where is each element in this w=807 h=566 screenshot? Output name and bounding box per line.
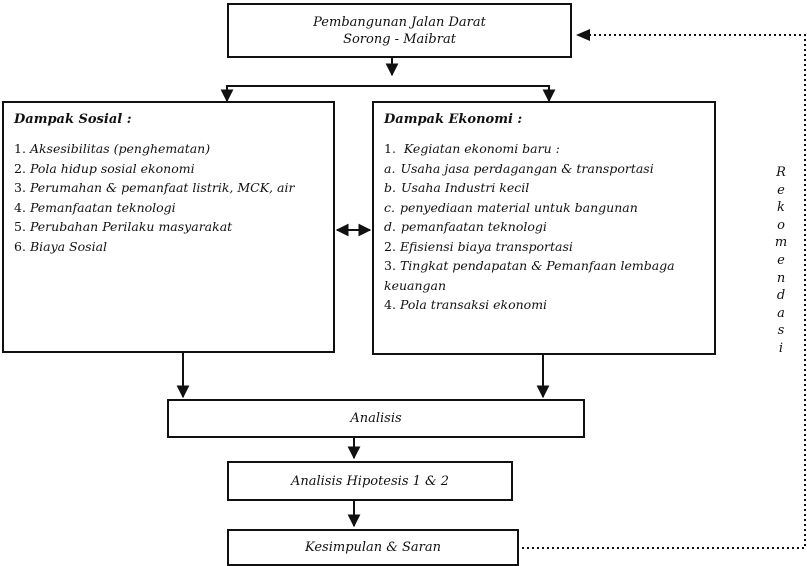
- list-subitem: b.Usaha Industri kecil: [384, 180, 530, 195]
- feedback-dotted-line: [522, 34, 806, 549]
- list-item: 2.Pola hidup sosial ekonomi: [14, 160, 195, 176]
- social-impact-list: 1.Aksesibilitas (penghematan) 2.Pola hid…: [14, 139, 323, 256]
- economic-impact-title: Dampak Ekonomi :: [384, 112, 523, 127]
- list-item: 4.Pola transaksi ekonomi: [384, 297, 548, 312]
- list-item: 6.Biaya Sosial: [14, 238, 108, 254]
- economic-subitem-list: a.Usaha jasa perdagangan & transportasi …: [384, 159, 704, 237]
- top-box-line1: Pembangunan Jalan Darat: [313, 14, 486, 30]
- feedback-label-rekomendasi: R e k o m e n d a s i: [774, 164, 788, 358]
- conclusion-box: Kesimpulan & Saran: [227, 529, 519, 566]
- list-subitem: c.penyediaan material untuk bangunan: [384, 199, 638, 215]
- feedback-letter: k: [777, 200, 785, 216]
- feedback-arrowhead: [576, 29, 590, 41]
- feedback-letter: s: [777, 323, 785, 339]
- feedback-letter: n: [776, 270, 786, 286]
- list-subitem: d.pemanfaatan teknologi: [384, 219, 547, 234]
- top-box-road-development: Pembangunan Jalan Darat Sorong - Maibrat: [227, 3, 572, 58]
- social-impact-title: Dampak Sosial :: [14, 112, 132, 127]
- feedback-letter: e: [777, 182, 785, 198]
- hypothesis-analysis-box: Analisis Hipotesis 1 & 2: [227, 461, 513, 501]
- cropped-caption-fragment: [0, 0, 240, 6]
- analysis-label: Analisis: [350, 411, 402, 426]
- list-item: 5.Perubahan Perilaku masyarakat: [14, 219, 233, 234]
- feedback-letter: e: [777, 252, 785, 268]
- list-item: 1.Aksesibilitas (penghematan): [14, 141, 211, 156]
- list-item: 2.Efisiensi biaya transportasi: [384, 238, 573, 254]
- conclusion-label: Kesimpulan & Saran: [304, 540, 442, 555]
- economic-impact-list: 1. Kegiatan ekonomi baru : a.Usaha jasa …: [384, 139, 704, 315]
- feedback-letter: m: [774, 235, 788, 251]
- feedback-letter: d: [776, 288, 786, 304]
- list-item: 3.Tingkat pendapatan & Pemanfaan lembaga…: [384, 258, 675, 293]
- feedback-letter: o: [777, 217, 785, 233]
- economic-impact-panel: Dampak Ekonomi : 1. Kegiatan ekonomi bar…: [372, 101, 716, 355]
- social-impact-panel: Dampak Sosial : 1.Aksesibilitas (penghem…: [2, 101, 335, 353]
- top-box-line2: Sorong - Maibrat: [343, 31, 456, 47]
- list-subitem: a.Usaha jasa perdagangan & transportasi: [384, 160, 654, 176]
- feedback-letter: i: [778, 340, 784, 356]
- feedback-letter: R: [776, 165, 786, 180]
- analysis-box: Analisis: [167, 399, 585, 438]
- list-item: 3.Perumahan & pemanfaat listrik, MCK, ai…: [14, 180, 295, 195]
- list-item: 4.Pemanfaatan teknologi: [14, 199, 176, 215]
- list-item: 1. Kegiatan ekonomi baru : a.Usaha jasa …: [384, 139, 704, 237]
- feedback-letter: a: [777, 305, 785, 321]
- hypothesis-analysis-label: Analisis Hipotesis 1 & 2: [290, 473, 450, 489]
